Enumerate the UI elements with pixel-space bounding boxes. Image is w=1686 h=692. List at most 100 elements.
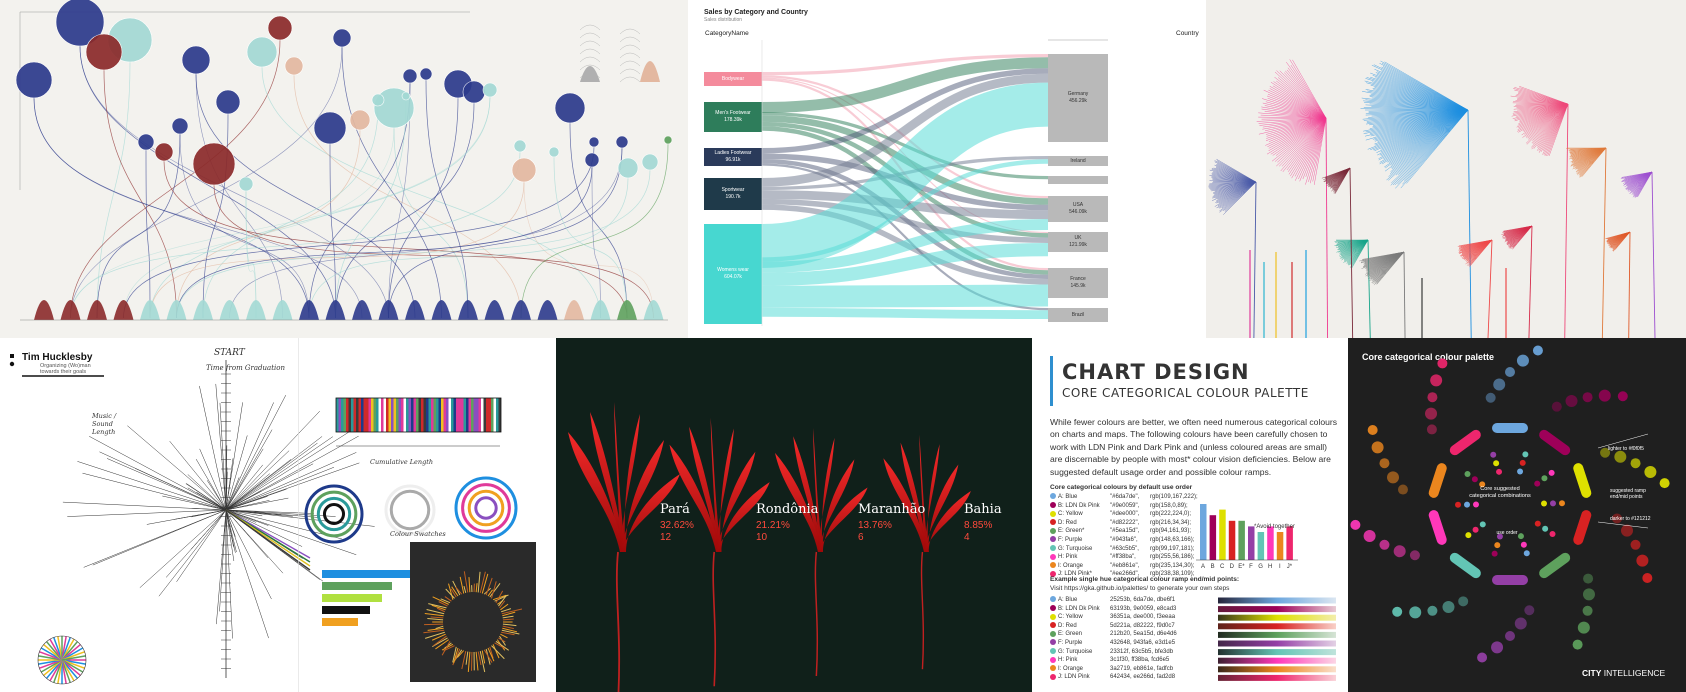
palette-bar-label: C	[1220, 564, 1225, 570]
legend-squiggle	[579, 24, 601, 31]
stem-line	[79, 45, 389, 319]
palette-bar-label: H	[1268, 564, 1272, 570]
sankey-source-value: 604.07k	[724, 274, 742, 280]
ramp-name: B: LDN Dk Pink	[1058, 605, 1100, 612]
colour-name: E: Green*	[1058, 528, 1085, 535]
inset-radial	[427, 618, 444, 621]
colour-ramp	[1218, 649, 1336, 656]
sketch-ray	[225, 452, 357, 511]
flower-petal	[924, 491, 971, 552]
base-peak	[246, 300, 266, 320]
palette-pill	[1539, 552, 1571, 579]
ramp-swatch	[1050, 639, 1056, 646]
sketch-ray	[187, 487, 227, 511]
stem-line	[388, 82, 411, 319]
flower-petal	[614, 402, 626, 552]
bubble	[419, 67, 433, 81]
ramp-dot	[1636, 554, 1649, 567]
ramp-dot	[1350, 519, 1361, 530]
stem-line	[33, 97, 363, 319]
stem-line	[70, 151, 521, 319]
bubble	[349, 109, 371, 131]
barcode-strip	[433, 398, 436, 432]
colour-rgb: rgb(109,167,222);	[1150, 494, 1198, 500]
ramp-dot	[1363, 530, 1376, 543]
fan-ray	[1263, 89, 1327, 119]
colour-name: J: LDN Pink*	[1058, 571, 1093, 578]
state-count: 10	[756, 532, 768, 543]
fan-ray	[1264, 111, 1327, 119]
ramp-dot	[1612, 513, 1623, 524]
barcode-strip	[391, 398, 394, 432]
inset-radial	[432, 635, 447, 647]
darker-arrow	[1597, 521, 1649, 529]
ring-chart	[454, 476, 518, 540]
fan-ray	[1288, 117, 1327, 175]
radial-palette-panel: Core categorical colour palette Core sug…	[1348, 338, 1686, 692]
sketch-ray	[225, 428, 355, 511]
stem-line	[591, 166, 601, 319]
inset-radial	[428, 603, 447, 609]
sankey-source-node	[704, 102, 762, 132]
flower-petal	[883, 458, 929, 552]
inset-radial	[435, 639, 450, 650]
fan-ray	[1279, 117, 1327, 167]
fan	[1359, 251, 1405, 286]
stem-line	[245, 190, 257, 319]
ring-chart	[322, 502, 346, 526]
fan-ray	[1312, 117, 1327, 182]
barcode-strip	[418, 398, 421, 432]
sankey-link	[761, 57, 1049, 113]
stem-line	[261, 66, 601, 319]
palette-pill	[1449, 429, 1481, 456]
palette-bar	[1276, 532, 1284, 560]
fan-ray	[1289, 59, 1327, 119]
barcode-strip	[441, 398, 444, 432]
sankey-target-node	[1048, 308, 1108, 322]
fan-ray	[1258, 112, 1327, 119]
sketch-ray	[191, 509, 227, 518]
colour-list-item: G: Turquoise"#63c5b5",rgb(99,197,181);	[1050, 545, 1194, 554]
fan-stem	[1403, 251, 1406, 338]
sankey-target-name: UK	[1074, 235, 1082, 241]
sankey-target-label: Ireland	[1049, 158, 1107, 165]
ramp-swatch	[1050, 605, 1056, 612]
fan-ray	[1277, 77, 1327, 119]
palette-bar-label: B	[1211, 564, 1215, 570]
stem-line	[123, 146, 595, 319]
inset-radial	[426, 608, 445, 615]
combination-dot	[1496, 468, 1503, 475]
inset-radial	[448, 583, 454, 600]
inset-radial	[467, 651, 471, 672]
colour-ramp	[1218, 640, 1336, 647]
ramp-dot	[1583, 573, 1594, 584]
colour-ramp	[1218, 623, 1336, 630]
fan	[1208, 158, 1257, 215]
barcode-strip	[403, 398, 406, 432]
ramp-dot	[1458, 596, 1469, 607]
barcode-strip	[401, 398, 404, 432]
sankey-target-label: Brazil	[1049, 312, 1107, 319]
inset-radial	[500, 633, 508, 639]
fan-ray	[1270, 81, 1327, 119]
bubble	[55, 0, 105, 47]
fan-ray	[1287, 67, 1327, 119]
fan-ray	[1277, 117, 1327, 163]
flower-petal	[568, 432, 626, 552]
ramp-swatch	[1050, 596, 1056, 603]
combination-dot	[1558, 500, 1565, 507]
stem-line	[388, 147, 623, 319]
stem-line	[335, 102, 475, 319]
legend-squiggle	[619, 28, 641, 35]
colour-swatch	[1050, 553, 1056, 560]
base-peak	[166, 300, 187, 320]
legend-squiggle	[579, 40, 601, 47]
flower-stem	[615, 551, 621, 692]
barcode-strip	[438, 398, 441, 432]
author-name: Tim Hucklesby	[22, 352, 93, 363]
ramp-dot	[1614, 450, 1627, 463]
state-percent: 8.85%	[964, 520, 993, 531]
stem-line	[569, 122, 628, 319]
inset-radial	[431, 633, 446, 641]
